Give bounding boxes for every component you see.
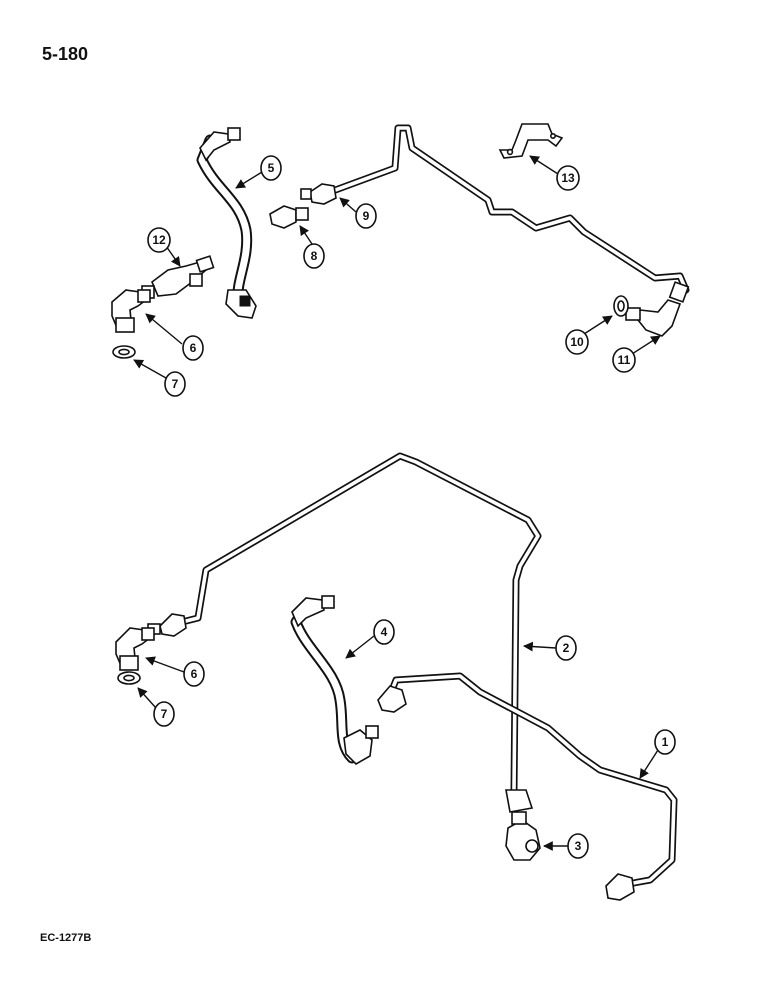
callout-10-label: 10: [570, 335, 584, 349]
callout-13-label: 13: [561, 171, 575, 185]
elbow-6-upper: [111, 289, 151, 333]
tee-12: [141, 255, 215, 299]
callout-1: 1: [639, 729, 676, 779]
callout-6-lower: 6: [145, 656, 205, 687]
elbow-11: [625, 281, 690, 337]
callout-7-lower: 7: [137, 687, 175, 727]
callout-3-label: 3: [575, 839, 582, 853]
callout-5-label: 5: [268, 161, 275, 175]
callout-13: 13: [529, 155, 580, 191]
callout-7-upper-label: 7: [172, 377, 179, 391]
hose-5: [196, 127, 257, 319]
callout-6-lower-label: 6: [191, 667, 198, 681]
washer-7-lower: [117, 671, 141, 685]
callout-9-label: 9: [363, 209, 370, 223]
callout-7-upper: 7: [133, 359, 186, 397]
callout-5: 5: [235, 155, 282, 189]
elbow-3: [505, 811, 541, 861]
callout-11-label: 11: [618, 353, 631, 367]
callout-2-label: 2: [563, 641, 570, 655]
callout-8: 8: [299, 225, 325, 269]
callout-12-label: 12: [152, 233, 166, 247]
tube-2: [147, 452, 542, 813]
callout-4: 4: [345, 619, 395, 659]
callout-4-label: 4: [381, 625, 388, 639]
page-number: 5-180: [42, 44, 89, 64]
callout-1-label: 1: [662, 735, 669, 749]
hose-4: [290, 595, 379, 765]
bracket-13: [498, 123, 564, 159]
adapter-8: [269, 205, 309, 229]
tube-1: [377, 672, 678, 901]
tube-9: [300, 124, 690, 294]
callout-6-upper: 6: [145, 313, 204, 361]
callout-7-lower-label: 7: [161, 707, 168, 721]
callout-9: 9: [339, 197, 377, 229]
callout-10: 10: [565, 315, 613, 355]
figure-code: EC-1277B: [40, 932, 92, 944]
callout-8-label: 8: [311, 249, 318, 263]
callout-11: 11: [612, 335, 661, 373]
callout-12: 12: [147, 227, 181, 267]
washer-10: [613, 295, 629, 317]
washer-7-upper: [112, 345, 136, 359]
elbow-6-lower: [115, 627, 155, 671]
callout-6-upper-label: 6: [190, 341, 197, 355]
callout-2: 2: [523, 635, 577, 661]
callout-3: 3: [543, 833, 589, 859]
